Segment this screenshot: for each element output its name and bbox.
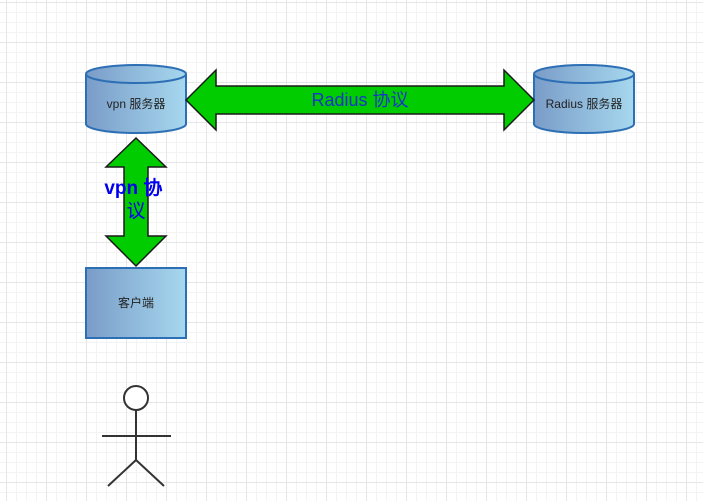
actor-left-leg xyxy=(107,459,137,487)
vpn-server-node[interactable]: vpn 服务器 xyxy=(85,64,187,134)
vpn-protocol-double-arrow xyxy=(104,136,168,268)
vpn-server-cylinder-top xyxy=(85,64,187,84)
radius-server-cylinder-body xyxy=(533,74,635,134)
radius-server-node[interactable]: Radius 服务器 xyxy=(533,64,635,134)
user-actor-icon[interactable] xyxy=(102,385,171,487)
radius-protocol-label: Radius 协议 xyxy=(311,90,408,110)
vpn-protocol-label: vpn 协 议 xyxy=(104,176,167,222)
client-node[interactable]: 客户端 xyxy=(85,267,187,339)
radius-protocol-double-arrow xyxy=(184,68,536,132)
vpn-protocol-label-line2: 议 xyxy=(126,200,145,222)
actor-head xyxy=(123,385,149,411)
radius-server-label: Radius 服务器 xyxy=(546,96,623,111)
client-label: 客户端 xyxy=(118,295,154,310)
radius-server-cylinder-top xyxy=(533,64,635,84)
actor-right-leg xyxy=(135,459,165,487)
client-box xyxy=(85,267,187,339)
vpn-server-cylinder-body xyxy=(85,74,187,134)
vpn-server-label: vpn 服务器 xyxy=(107,96,166,111)
vpn-protocol-connector[interactable]: vpn 协 议 xyxy=(104,136,168,268)
radius-protocol-connector[interactable]: Radius 协议 xyxy=(184,68,536,132)
vpn-protocol-label-line1: vpn 协 xyxy=(104,176,162,199)
